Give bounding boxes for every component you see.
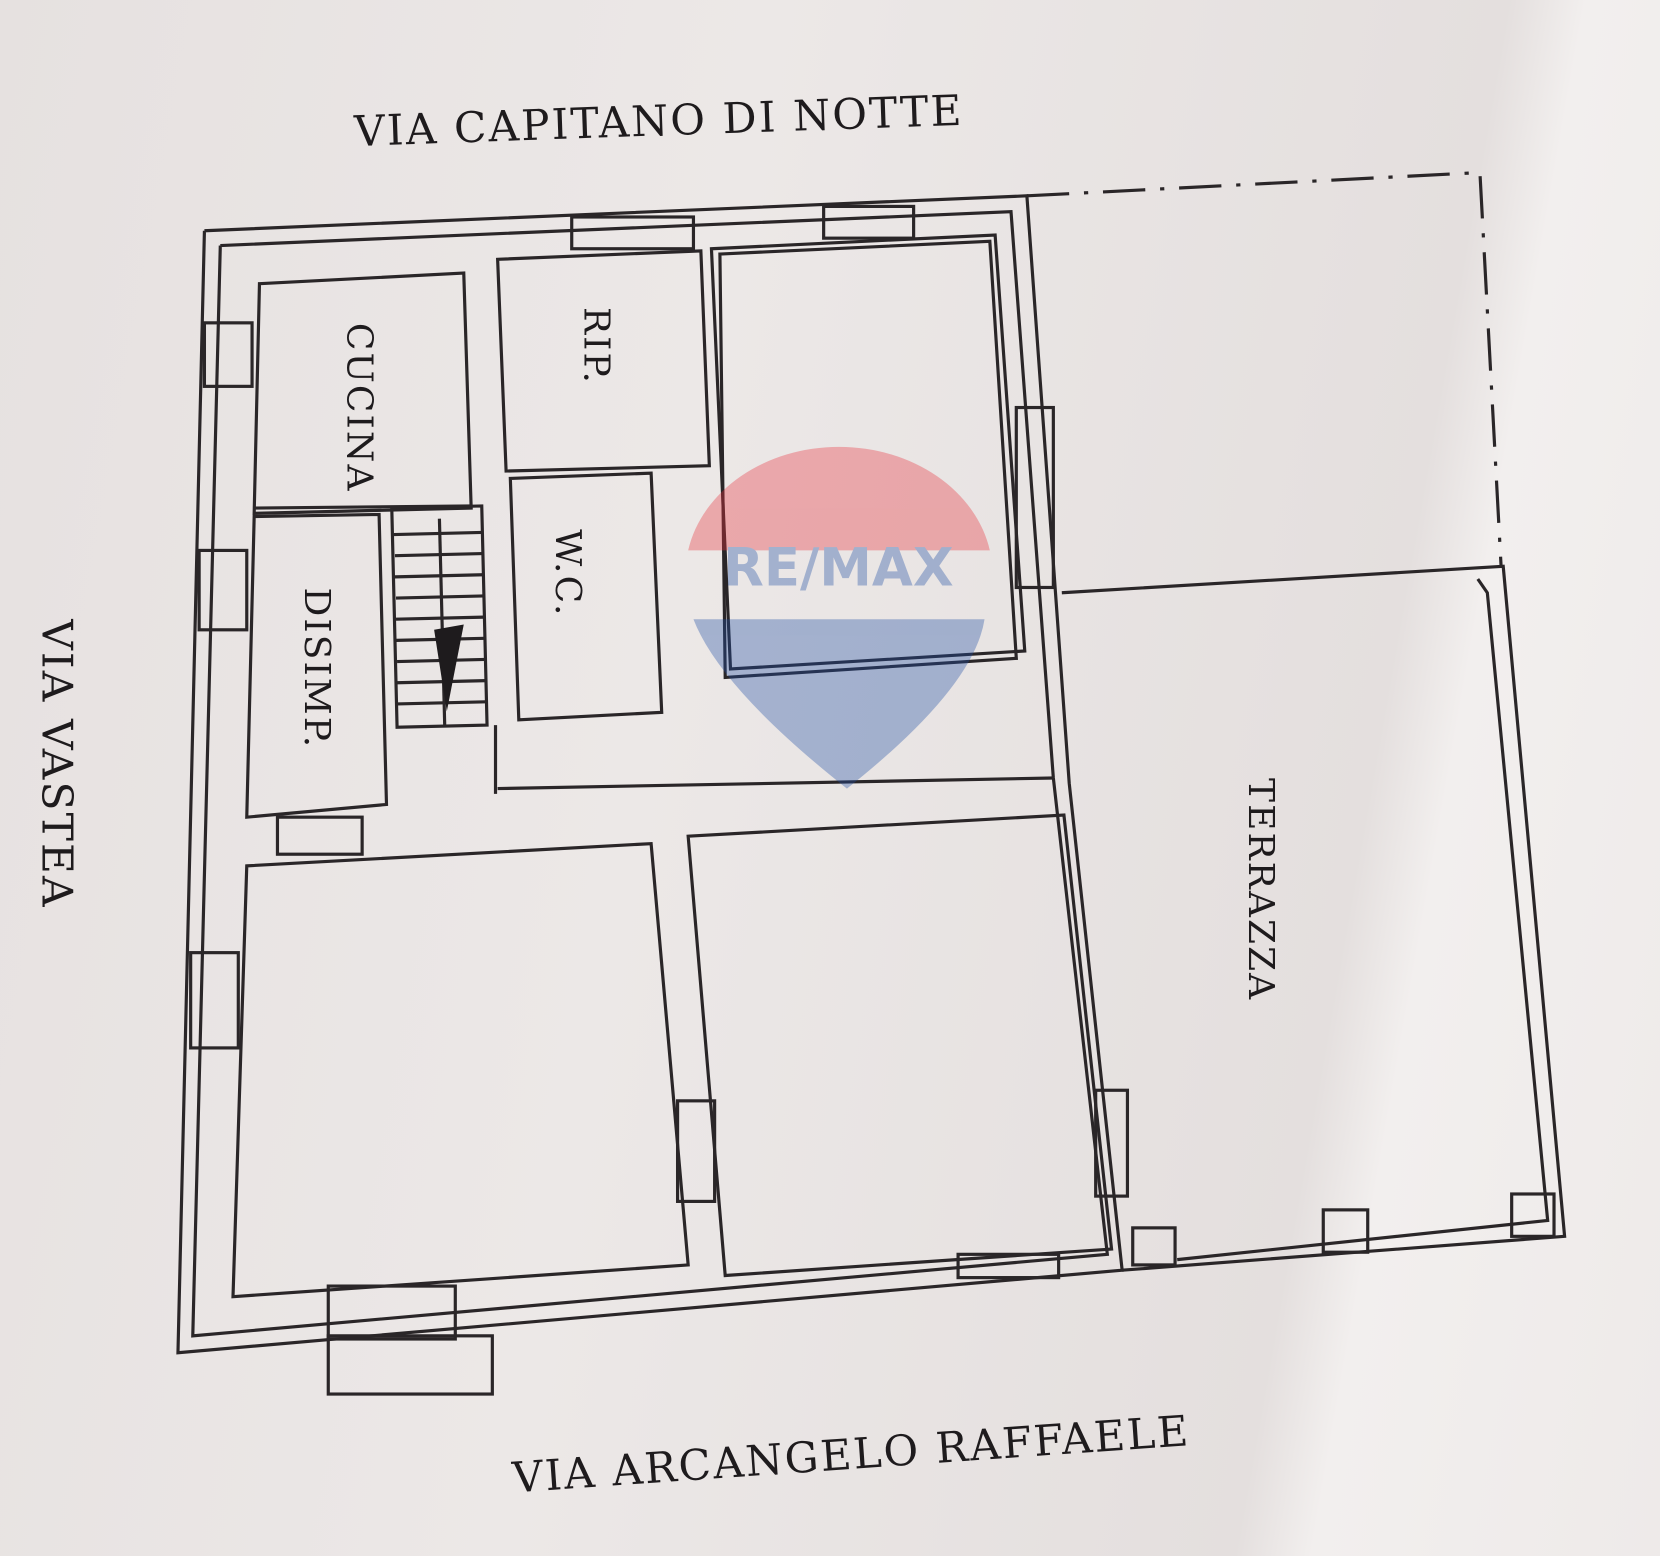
room-kitchen: CUCINA <box>338 323 379 493</box>
room-storage: RIP. <box>575 307 616 385</box>
staircase <box>393 518 487 726</box>
street-west: VIA VASTEA <box>32 618 81 908</box>
interior-walls <box>231 233 1114 1299</box>
remax-watermark: RE/MAX <box>688 446 990 789</box>
room-terrace: TERRAZZA <box>1240 778 1281 1001</box>
windows <box>189 204 1556 1396</box>
street-north: VIA CAPITANO DI NOTTE <box>352 86 964 156</box>
street-south: VIA ARCANGELO RAFFAELE <box>510 1406 1192 1502</box>
watermark-text: RE/MAX <box>723 537 954 598</box>
room-hall: DISIMP. <box>296 587 337 749</box>
room-wc: W.C. <box>547 529 588 617</box>
